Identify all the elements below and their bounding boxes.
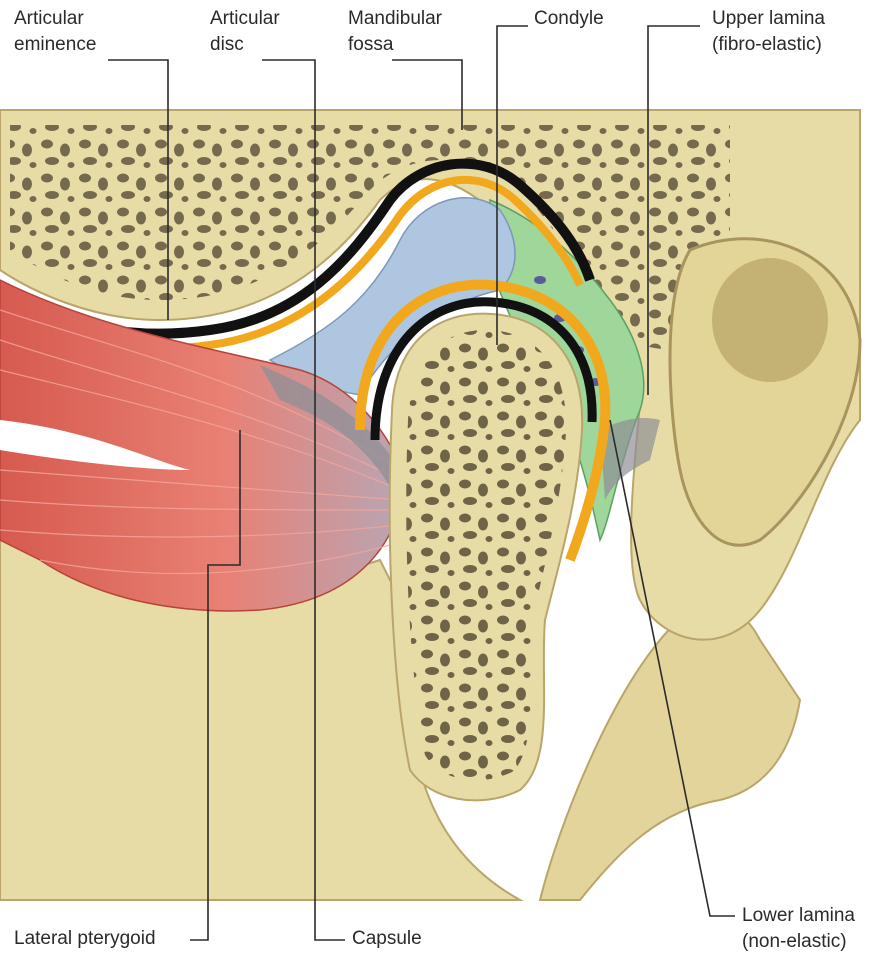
label-capsule: Capsule <box>352 926 422 952</box>
label-articular-disc-line2: disc <box>210 32 280 58</box>
label-condyle: Condyle <box>534 6 604 32</box>
label-lower-lamina: Lower lamina (non-elastic) <box>742 903 855 955</box>
label-articular-eminence-line2: eminence <box>14 32 96 58</box>
label-upper-lamina: Upper lamina (fibro-elastic) <box>712 6 825 58</box>
label-articular-disc: Articular disc <box>210 6 280 58</box>
label-condyle-line1: Condyle <box>534 6 604 32</box>
label-mandibular-fossa: Mandibular fossa <box>348 6 442 58</box>
label-upper-lamina-line2: (fibro-elastic) <box>712 32 825 58</box>
meatus-opening <box>712 258 828 382</box>
label-lateral-pterygoid-line1: Lateral pterygoid <box>14 926 156 952</box>
label-articular-disc-line1: Articular <box>210 6 280 32</box>
label-mandibular-fossa-line1: Mandibular <box>348 6 442 32</box>
posterior-bone <box>540 606 800 900</box>
label-lateral-pterygoid: Lateral pterygoid <box>14 926 156 952</box>
label-articular-eminence-line1: Articular <box>14 6 96 32</box>
label-articular-eminence: Articular eminence <box>14 6 96 58</box>
label-capsule-line1: Capsule <box>352 926 422 952</box>
label-mandibular-fossa-line2: fossa <box>348 32 442 58</box>
label-upper-lamina-line1: Upper lamina <box>712 6 825 32</box>
label-lower-lamina-line2: (non-elastic) <box>742 929 855 955</box>
label-lower-lamina-line1: Lower lamina <box>742 903 855 929</box>
